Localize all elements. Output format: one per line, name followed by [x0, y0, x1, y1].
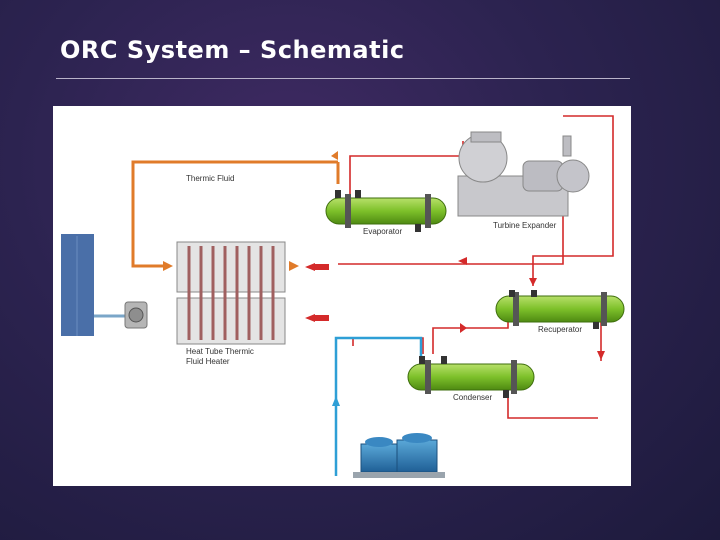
cooling-tower — [353, 433, 445, 478]
turbine-label: Turbine Expander — [493, 221, 557, 230]
orc-schematic-diagram: Heat Tube Thermic Fluid Heater Thermic F… — [53, 106, 631, 486]
thermic-arrow-in — [163, 261, 173, 271]
flow-arrow-4 — [460, 323, 467, 333]
cooling-water-loop — [334, 336, 423, 476]
exhaust-stack — [61, 234, 94, 336]
thermic-fluid-loop — [131, 160, 340, 268]
thermic-fluid-label: Thermic Fluid — [186, 174, 234, 183]
cooling-flow-arrow — [332, 396, 340, 406]
condenser — [407, 356, 535, 398]
heater-label-line2: Fluid Heater — [186, 357, 230, 366]
slide-title: ORC System – Schematic — [60, 36, 405, 64]
recuperator-label: Recuperator — [538, 325, 582, 334]
turbine-expander — [457, 131, 590, 217]
title-divider — [56, 78, 630, 79]
heater-outlet-pipe — [315, 315, 329, 321]
heater-inlet-arrow — [305, 263, 315, 271]
blower-fan-icon — [124, 301, 148, 329]
schematic-svg: Heat Tube Thermic Fluid Heater Thermic F… — [61, 115, 625, 478]
evaporator-label: Evaporator — [363, 227, 402, 236]
flow-arrow-2 — [529, 278, 537, 286]
recuperator — [495, 290, 625, 329]
evaporator — [325, 190, 447, 232]
thermic-arrow-out — [289, 261, 299, 271]
flow-arrow-3 — [597, 351, 605, 360]
heater-outlet-arrow — [305, 314, 315, 322]
thermic-return-marker — [331, 151, 338, 160]
condenser-label: Condenser — [453, 393, 492, 402]
heater-label-line1: Heat Tube Thermic — [186, 347, 254, 356]
heater-inlet-pipe — [315, 264, 329, 270]
thermic-fluid-heater — [176, 241, 286, 345]
flow-arrow-1 — [458, 257, 467, 265]
